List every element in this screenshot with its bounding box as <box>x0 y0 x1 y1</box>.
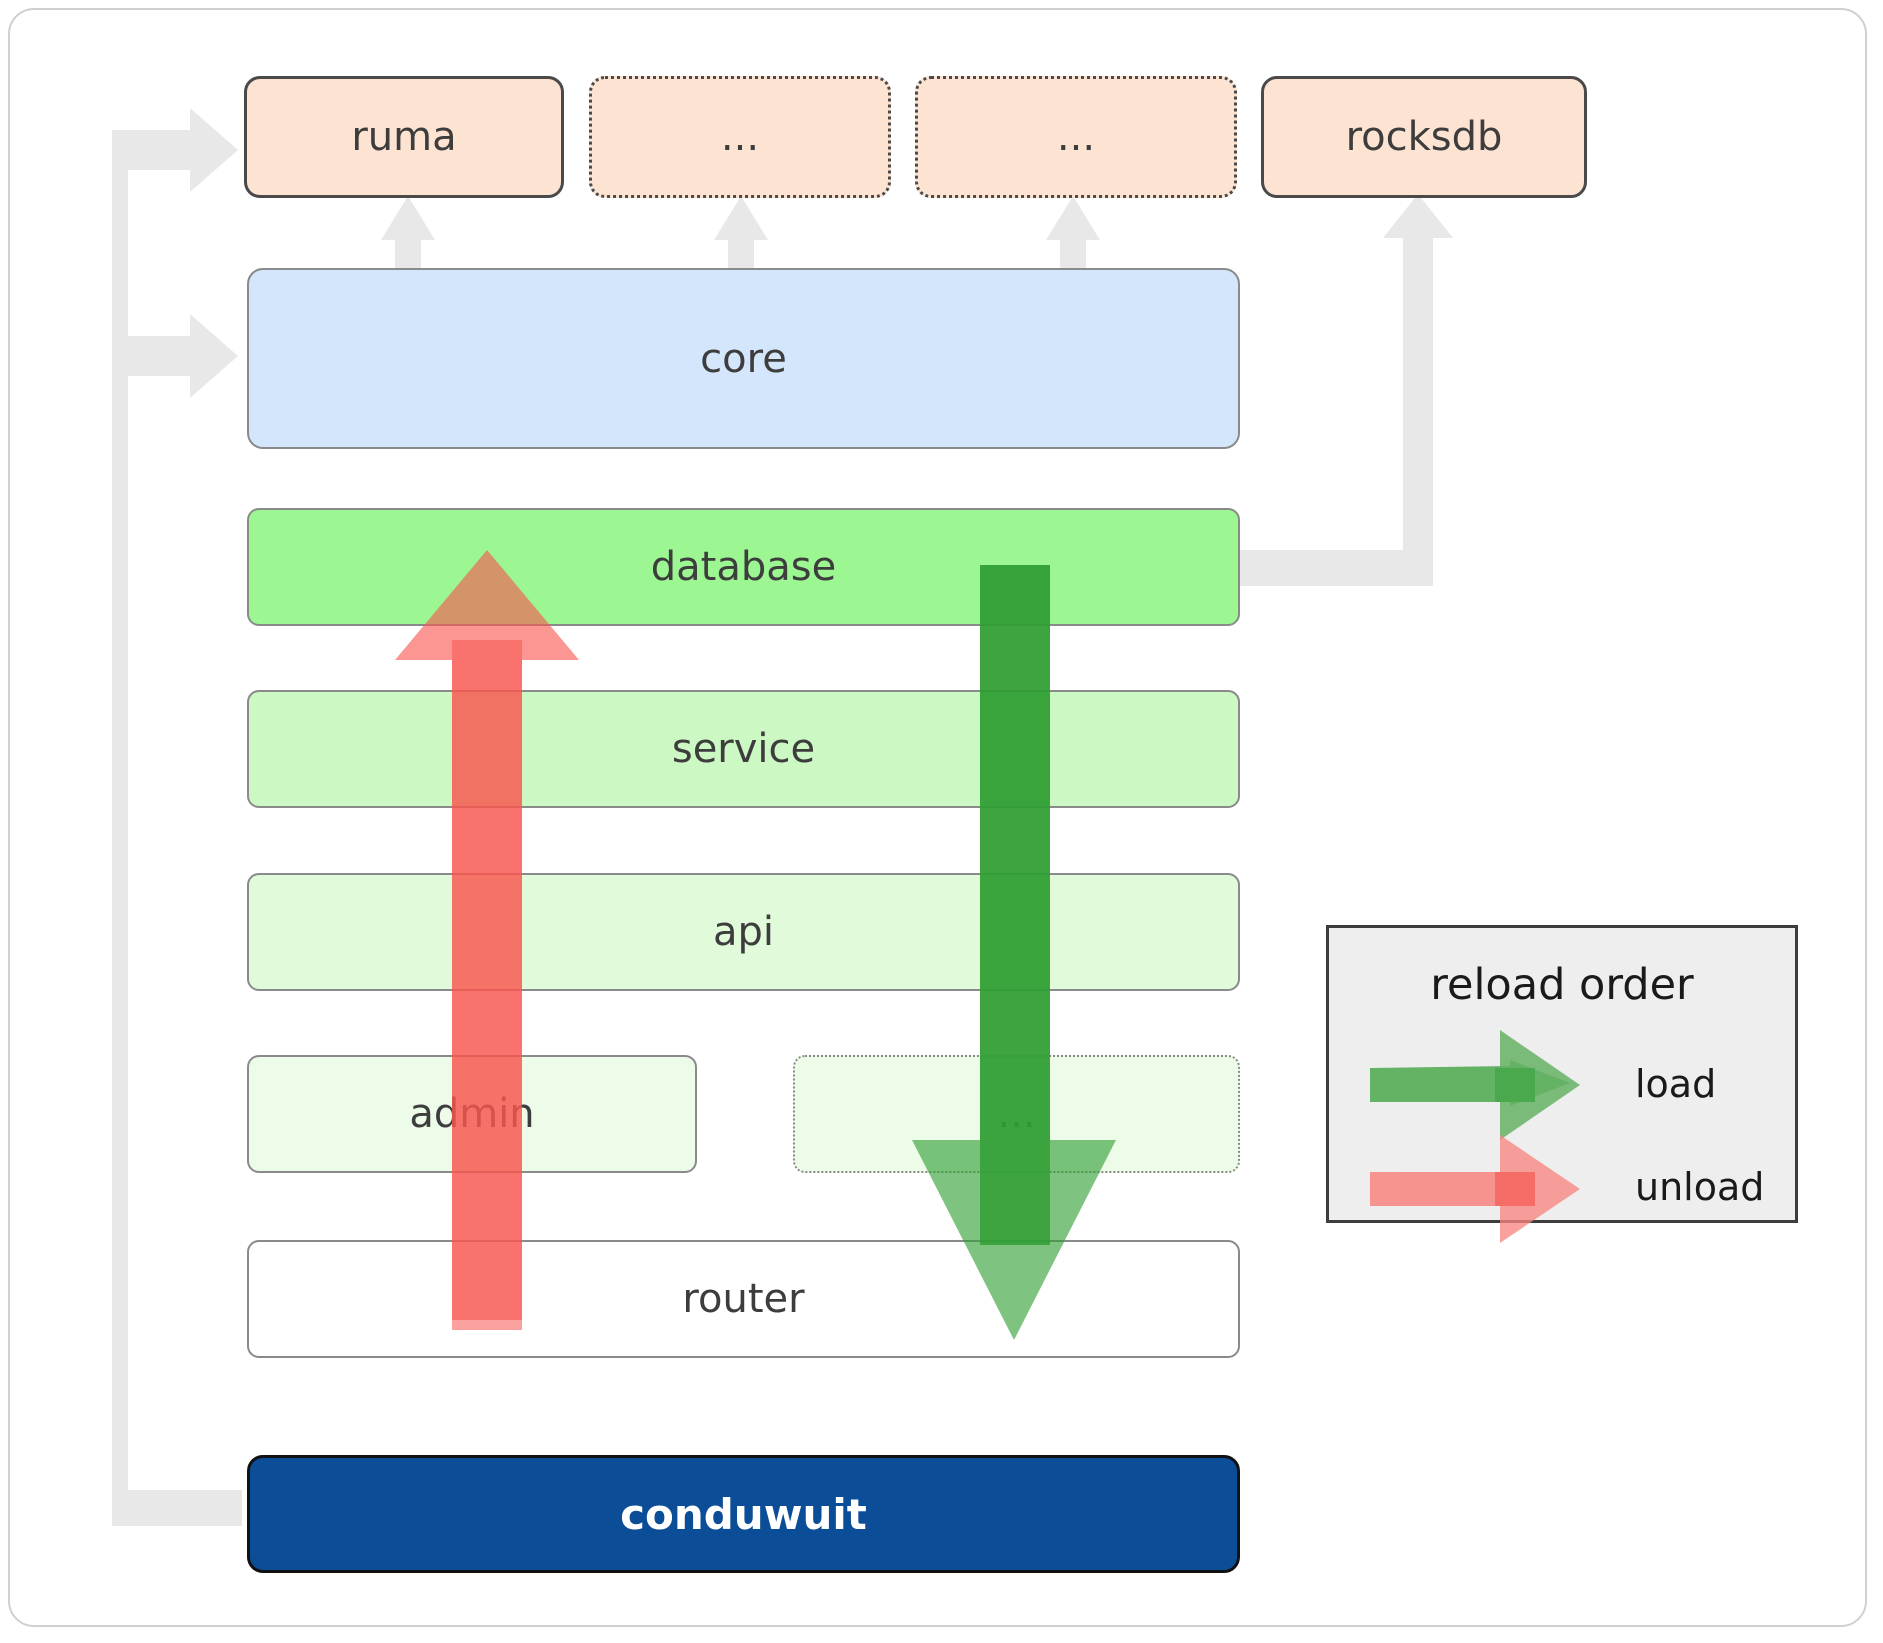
node-layer-ellipsis[interactable]: ... <box>793 1055 1240 1173</box>
node-router[interactable]: router <box>247 1240 1240 1358</box>
legend-label-load: load <box>1635 1062 1717 1106</box>
node-router-label: router <box>682 1276 805 1322</box>
node-database[interactable]: database <box>247 508 1240 626</box>
node-conduwuit-label: conduwuit <box>620 1489 867 1539</box>
node-ruma-label: ruma <box>351 114 457 160</box>
node-core[interactable]: core <box>247 268 1240 449</box>
legend-title: reload order <box>1430 960 1694 1010</box>
node-layer-ellipsis-label: ... <box>997 1091 1036 1137</box>
node-core-label: core <box>700 335 787 382</box>
node-service[interactable]: service <box>247 690 1240 808</box>
node-dep-ellipsis-2-label: ... <box>1056 114 1096 160</box>
node-rocksdb-label: rocksdb <box>1345 114 1503 160</box>
node-rocksdb[interactable]: rocksdb <box>1261 76 1587 198</box>
node-admin-label: admin <box>409 1091 535 1137</box>
node-conduwuit[interactable]: conduwuit <box>247 1455 1240 1573</box>
node-ruma[interactable]: ruma <box>244 76 564 198</box>
node-dep-ellipsis-2[interactable]: ... <box>915 76 1237 198</box>
legend-label-unload: unload <box>1635 1165 1765 1209</box>
node-dep-ellipsis-1[interactable]: ... <box>589 76 891 198</box>
node-api[interactable]: api <box>247 873 1240 991</box>
node-service-label: service <box>671 726 816 772</box>
node-api-label: api <box>712 909 774 955</box>
node-dep-ellipsis-1-label: ... <box>720 114 760 160</box>
node-database-label: database <box>650 544 837 590</box>
diagram-frame <box>8 8 1867 1627</box>
node-admin[interactable]: admin <box>247 1055 697 1173</box>
